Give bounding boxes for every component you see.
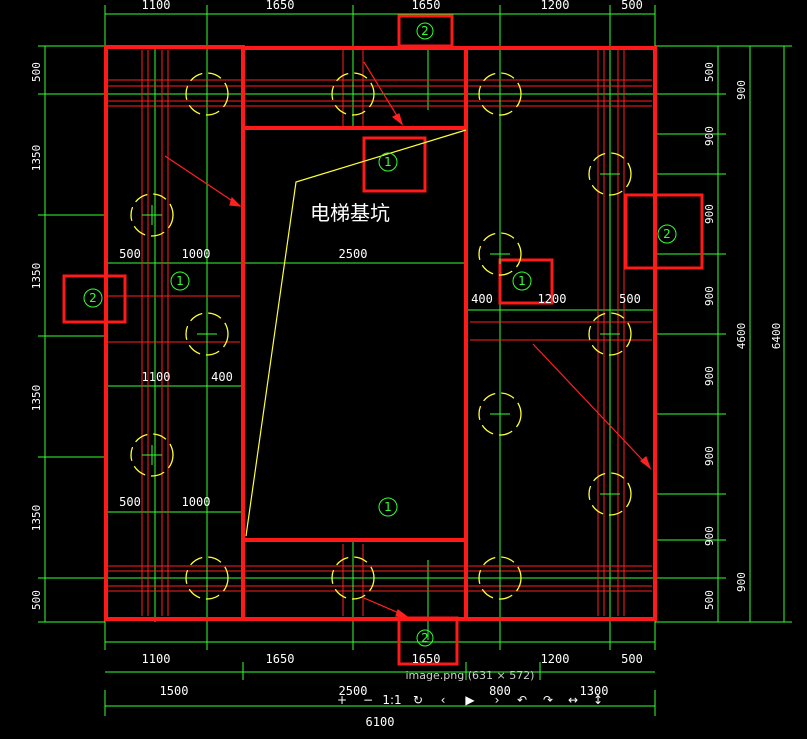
callout-labels: 2 1 2 2 1 1 1 2 [89, 24, 671, 645]
callout-label: 2 [421, 631, 429, 645]
dim-text: 500 [30, 590, 43, 610]
top-dimension-text: 1100 1650 1650 1200 500 [142, 0, 643, 12]
dim-text: 2500 [339, 247, 368, 261]
callout-label: 1 [384, 500, 392, 514]
callout-label: 1 [176, 274, 184, 288]
piles [130, 72, 632, 600]
dim-text: 1000 [182, 247, 211, 261]
dim-text: 500 [621, 652, 643, 666]
dim-text: 500 [619, 292, 641, 306]
dim-text: 1200 [541, 652, 570, 666]
dim-text: 900 [735, 80, 748, 100]
refresh-icon[interactable]: ↻ [413, 693, 423, 707]
dim-text: 1100 [142, 0, 171, 12]
dim-text: 900 [703, 446, 716, 466]
dim-text: 1350 [30, 385, 43, 412]
right-dimension-text: 500 900 900 900 900 900 900 500 900 900 … [703, 62, 783, 610]
rotate-left-icon[interactable]: ↶ [517, 693, 527, 707]
actual-size-button[interactable]: 1:1 [382, 693, 401, 707]
dim-text: 900 [703, 366, 716, 386]
dim-text: 6100 [366, 715, 395, 729]
dim-text: 1300 [580, 684, 609, 698]
previous-icon[interactable]: ‹ [441, 693, 446, 707]
dim-text: 1350 [30, 263, 43, 290]
dimension-lines [38, 5, 792, 716]
rotate-right-icon[interactable]: ↷ [543, 693, 553, 707]
play-icon[interactable]: ▶ [465, 693, 475, 707]
viewer-filename: image.png (631 × 572) [406, 669, 535, 682]
highlight-boxes [104, 45, 657, 621]
dim-text: 500 [119, 495, 141, 509]
fit-height-icon[interactable]: ↕ [593, 693, 603, 707]
viewer-toolbar: + − 1:1 ↻ ‹ ▶ › ↶ ↷ ↔ ↕ [337, 693, 603, 707]
inner-dimension-text: 500 1000 2500 400 1200 500 1100 400 500 … [119, 247, 641, 509]
dim-text: 500 [703, 590, 716, 610]
dim-text: 1350 [30, 145, 43, 172]
dim-text: 6400 [770, 323, 783, 350]
next-icon[interactable]: › [495, 693, 500, 707]
dim-text: 1500 [160, 684, 189, 698]
callout-label: 2 [89, 291, 97, 305]
image-viewer-overlay: image.png (631 × 572) + − 1:1 ↻ ‹ ▶ › ↶ … [337, 669, 603, 707]
left-dimension-text: 500 1350 1350 1350 1350 500 [30, 62, 43, 610]
pit-label: 电梯基坑 [310, 201, 390, 225]
dim-text: 2500 [339, 684, 368, 698]
callout-label: 1 [518, 274, 526, 288]
callout-markers [83, 22, 677, 647]
dim-text: 400 [211, 370, 233, 384]
dim-text: 500 [119, 247, 141, 261]
dim-text: 1000 [182, 495, 211, 509]
dim-text: 1350 [30, 505, 43, 532]
dim-text: 1100 [142, 652, 171, 666]
callout-label: 2 [421, 24, 429, 38]
dim-text: 1100 [142, 370, 171, 384]
dim-text: 1200 [538, 292, 567, 306]
zoom-out-icon[interactable]: − [363, 693, 373, 707]
dim-text: 500 [30, 62, 43, 82]
dim-text: 900 [703, 204, 716, 224]
callout-label: 1 [384, 155, 392, 169]
dim-text: 1650 [266, 0, 295, 12]
dim-text: 900 [703, 526, 716, 546]
dim-text: 900 [703, 126, 716, 146]
dim-text: 900 [703, 286, 716, 306]
dim-text: 900 [735, 572, 748, 592]
dim-text: 1650 [266, 652, 295, 666]
callout-boxes [62, 14, 704, 666]
red-arrows [164, 61, 652, 617]
callout-label: 2 [663, 227, 671, 241]
dim-text: 500 [621, 0, 643, 12]
dim-text: 1650 [412, 652, 441, 666]
dim-text: 4600 [735, 323, 748, 350]
fit-width-icon[interactable]: ↔ [568, 693, 578, 707]
dim-text: 800 [489, 684, 511, 698]
pit-slope-lines [245, 129, 467, 537]
rebar-lines [108, 50, 652, 616]
pile-crosses [142, 84, 620, 588]
dim-text: 500 [703, 62, 716, 82]
bottom-dimension-text: 1100 1650 1650 1200 500 1500 2500 800 13… [142, 652, 643, 729]
dim-text: 1650 [412, 0, 441, 12]
zoom-in-icon[interactable]: + [337, 693, 347, 707]
dim-text: 1200 [541, 0, 570, 12]
dim-text: 400 [471, 292, 493, 306]
